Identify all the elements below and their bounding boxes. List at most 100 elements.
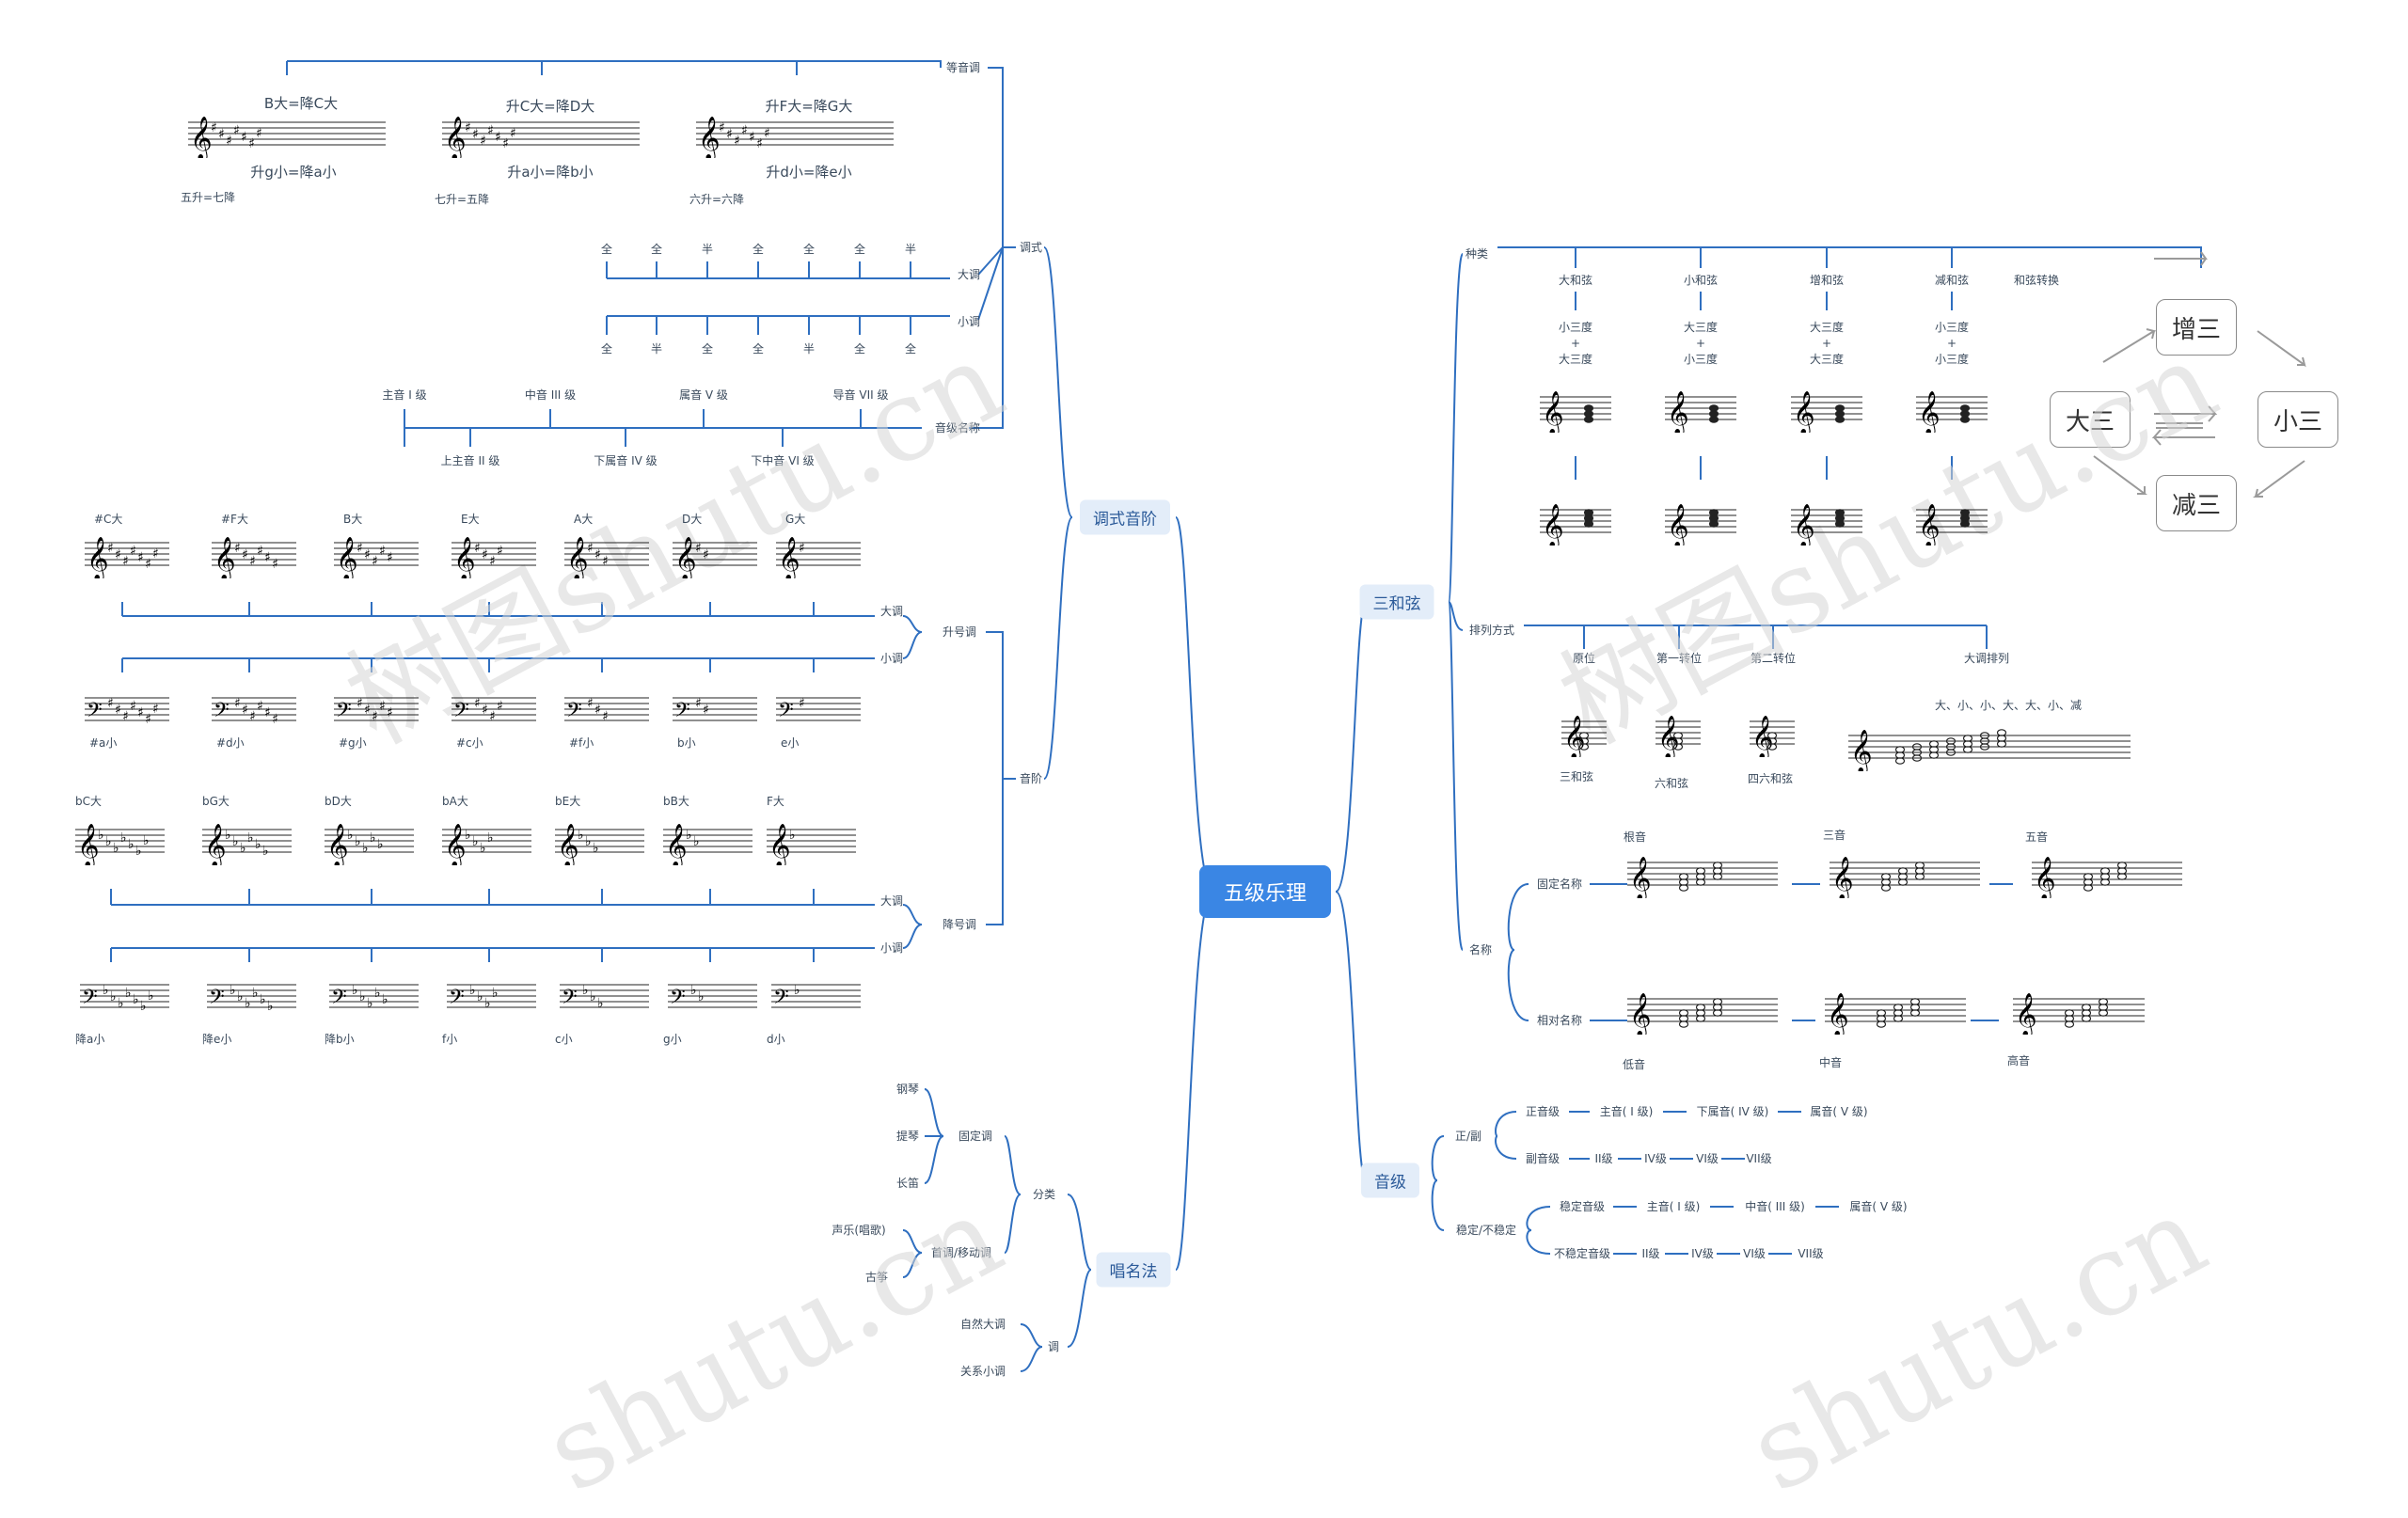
node-major-mode[interactable]: 大调	[957, 268, 980, 281]
major-step-label: 全	[600, 243, 613, 256]
stable-item-3: 属音( V 级)	[1849, 1200, 1908, 1213]
flat-major-label: bD大	[325, 795, 352, 808]
node-key-item-1[interactable]: 自然大调	[959, 1318, 1006, 1331]
svg-text:♯: ♯	[749, 130, 755, 145]
node-scale[interactable]: 音阶	[1019, 772, 1043, 785]
branch-degree[interactable]: 音级	[1361, 1162, 1419, 1198]
triad-kind-name: 大和弦	[1558, 274, 1593, 287]
node-arrangement[interactable]: 排列方式	[1469, 624, 1515, 637]
svg-text:♭: ♭	[133, 992, 139, 1007]
node-stability[interactable]: 稳定/不稳定	[1455, 1224, 1517, 1237]
svg-text:𝄢: 𝄢	[209, 986, 225, 1014]
svg-text:♭: ♭	[465, 828, 471, 843]
node-classify[interactable]: 分类	[1032, 1188, 1056, 1201]
chip-diminished[interactable]: 减三	[2156, 475, 2237, 531]
sharp-major-label: #F大	[221, 513, 248, 526]
node-fixed-do[interactable]: 固定调	[958, 1130, 993, 1143]
flat-major-staff: 𝄞♭♭♭♭♭♭♭	[75, 824, 165, 865]
svg-text:♭: ♭	[240, 841, 246, 856]
svg-text:𝄞: 𝄞	[1793, 391, 1815, 433]
svg-text:♭: ♭	[225, 828, 231, 843]
triad-kind-staff-2: 𝄞	[1916, 504, 1988, 546]
sharp-major-staff: 𝄞♯♯	[673, 537, 757, 578]
chip-minor[interactable]: 小三	[2258, 391, 2338, 448]
major-step-label: 半	[701, 243, 714, 256]
node-unstable[interactable]: 不稳定音级	[1553, 1247, 1611, 1260]
fixed-part-fifth: 五音	[2024, 830, 2049, 844]
node-movable-do[interactable]: 首调/移动调	[930, 1246, 992, 1259]
node-flat-major[interactable]: 大调	[879, 894, 903, 908]
arr-root[interactable]: 原位	[1572, 652, 1596, 665]
sharp-minor-staff: 𝄢♯♯	[673, 696, 757, 727]
node-flat-minor[interactable]: 小调	[879, 941, 903, 955]
svg-text:♯: ♯	[272, 557, 278, 572]
svg-text:♯: ♯	[734, 134, 740, 149]
degree-upper-4: 导音 VII 级	[832, 388, 889, 402]
node-minor-mode[interactable]: 小调	[957, 315, 980, 328]
triad-kind-top: 小三度	[1558, 321, 1593, 334]
sharp-minor-staff: 𝄢♯♯♯♯♯	[334, 696, 419, 727]
svg-text:𝄞: 𝄞	[1667, 391, 1689, 433]
svg-text:♯: ♯	[248, 136, 255, 151]
node-main-sub[interactable]: 正/副	[1454, 1130, 1482, 1143]
svg-text:♭: ♭	[245, 996, 251, 1011]
enh-top-3: 升F大=降G大	[765, 98, 853, 115]
node-relative-name[interactable]: 相对名称	[1536, 1014, 1583, 1027]
arr-major[interactable]: 大调排列	[1963, 652, 2010, 665]
node-fixed-name[interactable]: 固定名称	[1536, 878, 1583, 891]
sharp-minor-staff: 𝄢♯	[776, 696, 861, 727]
svg-text:♯: ♯	[502, 136, 509, 151]
node-sharp-keys[interactable]: 升号调	[942, 625, 977, 639]
svg-text:𝄢: 𝄢	[87, 699, 103, 727]
svg-text:♭: ♭	[113, 841, 119, 856]
node-movable-item-2[interactable]: 古筝	[864, 1271, 889, 1284]
node-naming[interactable]: 名称	[1469, 943, 1493, 957]
node-enharmonic[interactable]: 等音调	[945, 61, 980, 74]
chip-augmented[interactable]: 增三	[2156, 299, 2237, 356]
branch-mode-scale[interactable]: 调式音阶	[1080, 499, 1170, 535]
svg-text:𝄞: 𝄞	[2034, 857, 2056, 898]
main-item-1: 主音( I 级)	[1599, 1105, 1654, 1118]
node-sharp-minor[interactable]: 小调	[879, 652, 903, 665]
branch-triad[interactable]: 三和弦	[1359, 584, 1434, 620]
node-key[interactable]: 调	[1047, 1340, 1060, 1353]
node-flat-keys[interactable]: 降号调	[942, 918, 977, 931]
node-fixed-item-2[interactable]: 提琴	[895, 1130, 920, 1143]
svg-text:𝄞: 𝄞	[1827, 993, 1849, 1035]
enharmonic-staff: 𝄞♯♯♯♯♯♯♯	[188, 117, 386, 158]
flat-minor-label: 降b小	[325, 1033, 355, 1046]
node-convert[interactable]: 和弦转换	[2013, 274, 2060, 287]
node-mode[interactable]: 调式	[1019, 241, 1043, 254]
svg-text:♯: ♯	[497, 699, 503, 714]
triad-kind-top: 大三度	[1683, 321, 1719, 334]
chip-label: 大三	[2065, 407, 2115, 436]
flat-major-staff: 𝄞♭♭♭♭♭♭	[202, 824, 292, 865]
chip-major[interactable]: 大三	[2050, 391, 2131, 448]
naming-staff: 𝄞	[1825, 993, 1966, 1035]
node-movable-item-1[interactable]: 声乐(唱歌)	[832, 1224, 886, 1237]
arr-second-inv[interactable]: 第二转位	[1750, 652, 1797, 665]
svg-text:♯: ♯	[703, 703, 709, 718]
svg-text:♯: ♯	[756, 136, 763, 151]
enh-top-2: 升C大=降D大	[505, 98, 595, 115]
arr-first-inv[interactable]: 第一转位	[1656, 652, 1703, 665]
node-kinds[interactable]: 种类	[1465, 247, 1489, 261]
node-fixed-item-1[interactable]: 钢琴	[895, 1083, 920, 1096]
svg-text:♭: ♭	[135, 844, 142, 859]
node-key-item-2[interactable]: 关系小调	[959, 1365, 1006, 1378]
svg-text:𝄞: 𝄞	[665, 824, 688, 865]
svg-text:♭: ♭	[469, 983, 476, 998]
root-node[interactable]: 五级乐理	[1198, 865, 1332, 918]
branch-solfege[interactable]: 唱名法	[1096, 1252, 1171, 1288]
node-degree-names[interactable]: 音级名称	[934, 421, 980, 435]
svg-text:♯: ♯	[379, 544, 386, 559]
svg-text:♭: ♭	[578, 828, 584, 843]
triad-kind-name: 小和弦	[1683, 274, 1719, 287]
node-stable[interactable]: 稳定音级	[1559, 1200, 1606, 1213]
svg-text:𝄢: 𝄢	[566, 699, 582, 727]
node-sharp-major[interactable]: 大调	[879, 605, 903, 618]
node-fixed-item-3[interactable]: 长笛	[895, 1177, 920, 1190]
svg-text:𝄞: 𝄞	[2015, 993, 2037, 1035]
node-main-degree[interactable]: 正音级	[1525, 1105, 1560, 1118]
node-sub-degree[interactable]: 副音级	[1525, 1152, 1560, 1165]
